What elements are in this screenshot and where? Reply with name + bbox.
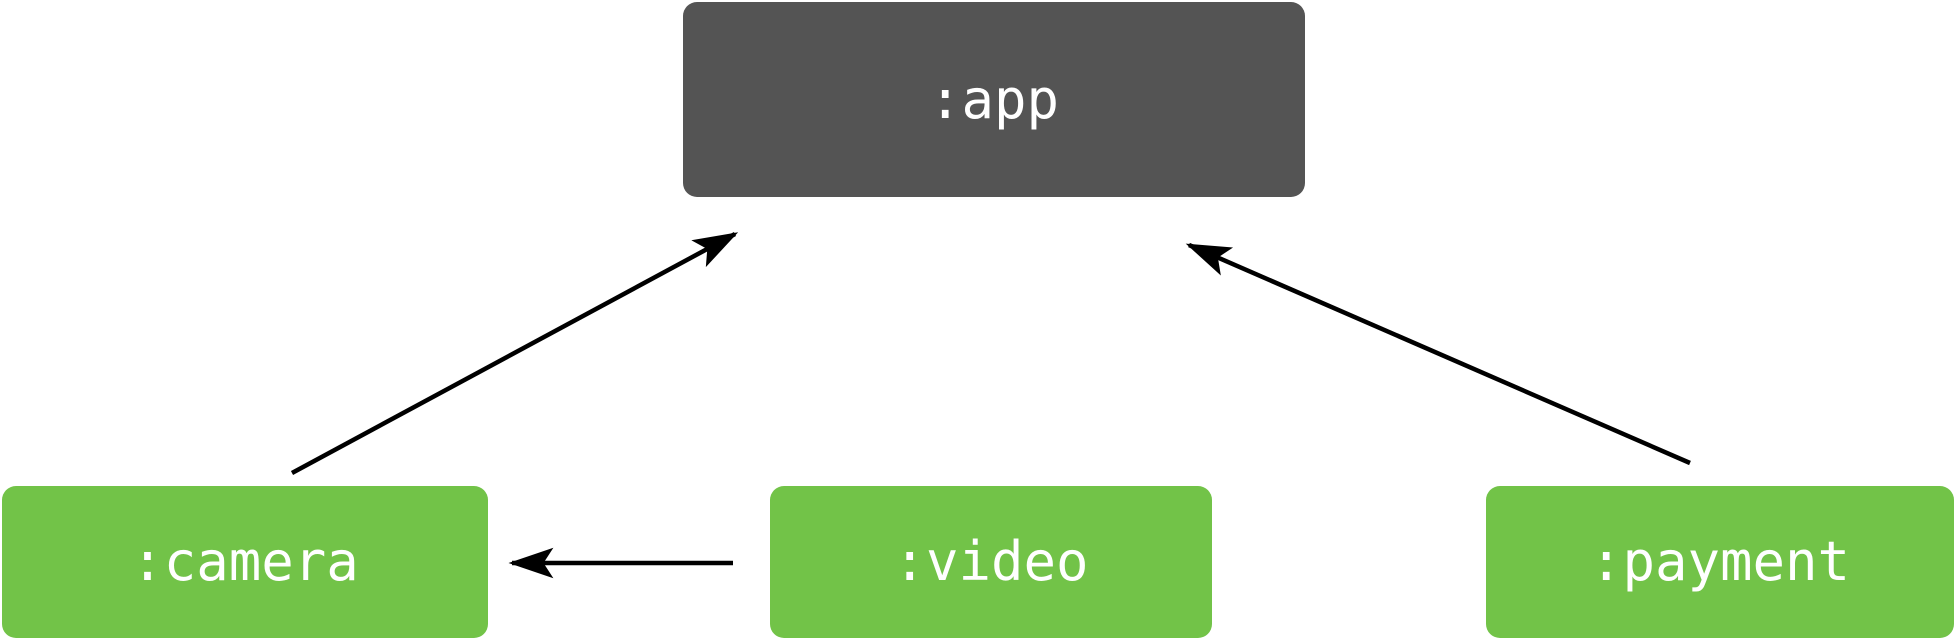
node-payment[interactable]: :payment: [1486, 486, 1954, 638]
edge-payment-to-app: [1185, 242, 1691, 466]
edge-payment-to-app-line: [1185, 242, 1691, 466]
node-payment-label: :payment: [1589, 530, 1851, 593]
node-camera-label: :camera: [131, 530, 359, 593]
node-video-label: :video: [893, 530, 1089, 593]
node-app[interactable]: :app: [683, 2, 1305, 197]
edge-camera-to-app-line: [290, 232, 739, 475]
node-app-label: :app: [928, 67, 1060, 131]
node-video[interactable]: :video: [770, 486, 1212, 638]
edge-camera-to-app: [290, 232, 739, 475]
node-camera[interactable]: :camera: [2, 486, 488, 638]
